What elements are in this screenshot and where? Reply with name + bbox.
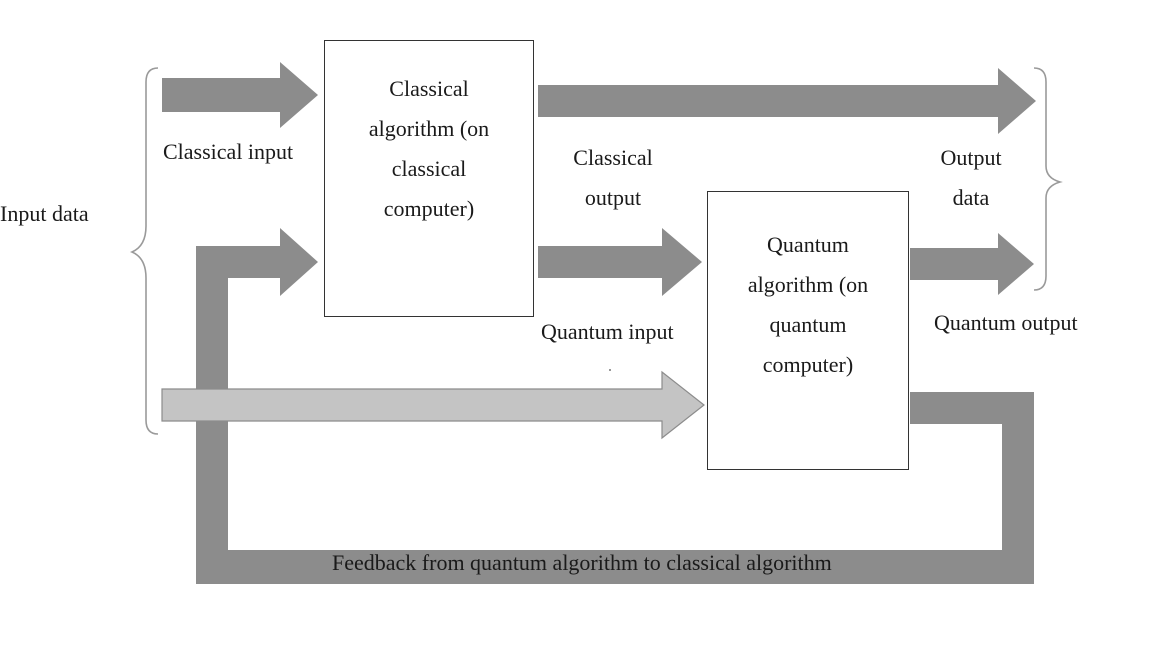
stray-dot — [609, 369, 611, 371]
input-data-label: Input data — [0, 201, 89, 226]
quantum-input-arrow — [161, 370, 705, 440]
quantum-algorithm-label: Quantum algorithm (on quantum computer) — [747, 232, 869, 377]
classical-output-label: Classical output — [573, 145, 653, 210]
classical-algorithm-box: Classical algorithm (on classical comput… — [324, 40, 534, 317]
classical-input-arrow — [162, 62, 318, 128]
quantum-input-label: Quantum input — [541, 319, 674, 344]
classical-input-label: Classical input — [163, 139, 294, 164]
quantum-output-arrow — [910, 233, 1034, 295]
classical-to-quantum-arrow — [538, 228, 702, 296]
feedback-loop-arrow — [196, 228, 1034, 584]
feedback-label: Feedback from quantum algorithm to class… — [332, 550, 832, 575]
quantum-algorithm-box: Quantum algorithm (on quantum computer) — [707, 191, 909, 470]
quantum-output-label: Quantum output — [934, 310, 1078, 335]
input-brace — [129, 67, 159, 435]
classical-output-arrow — [538, 68, 1036, 134]
output-data-label: Output data — [940, 145, 1002, 210]
output-brace — [1033, 67, 1063, 291]
classical-algorithm-label: Classical algorithm (on classical comput… — [368, 76, 490, 221]
